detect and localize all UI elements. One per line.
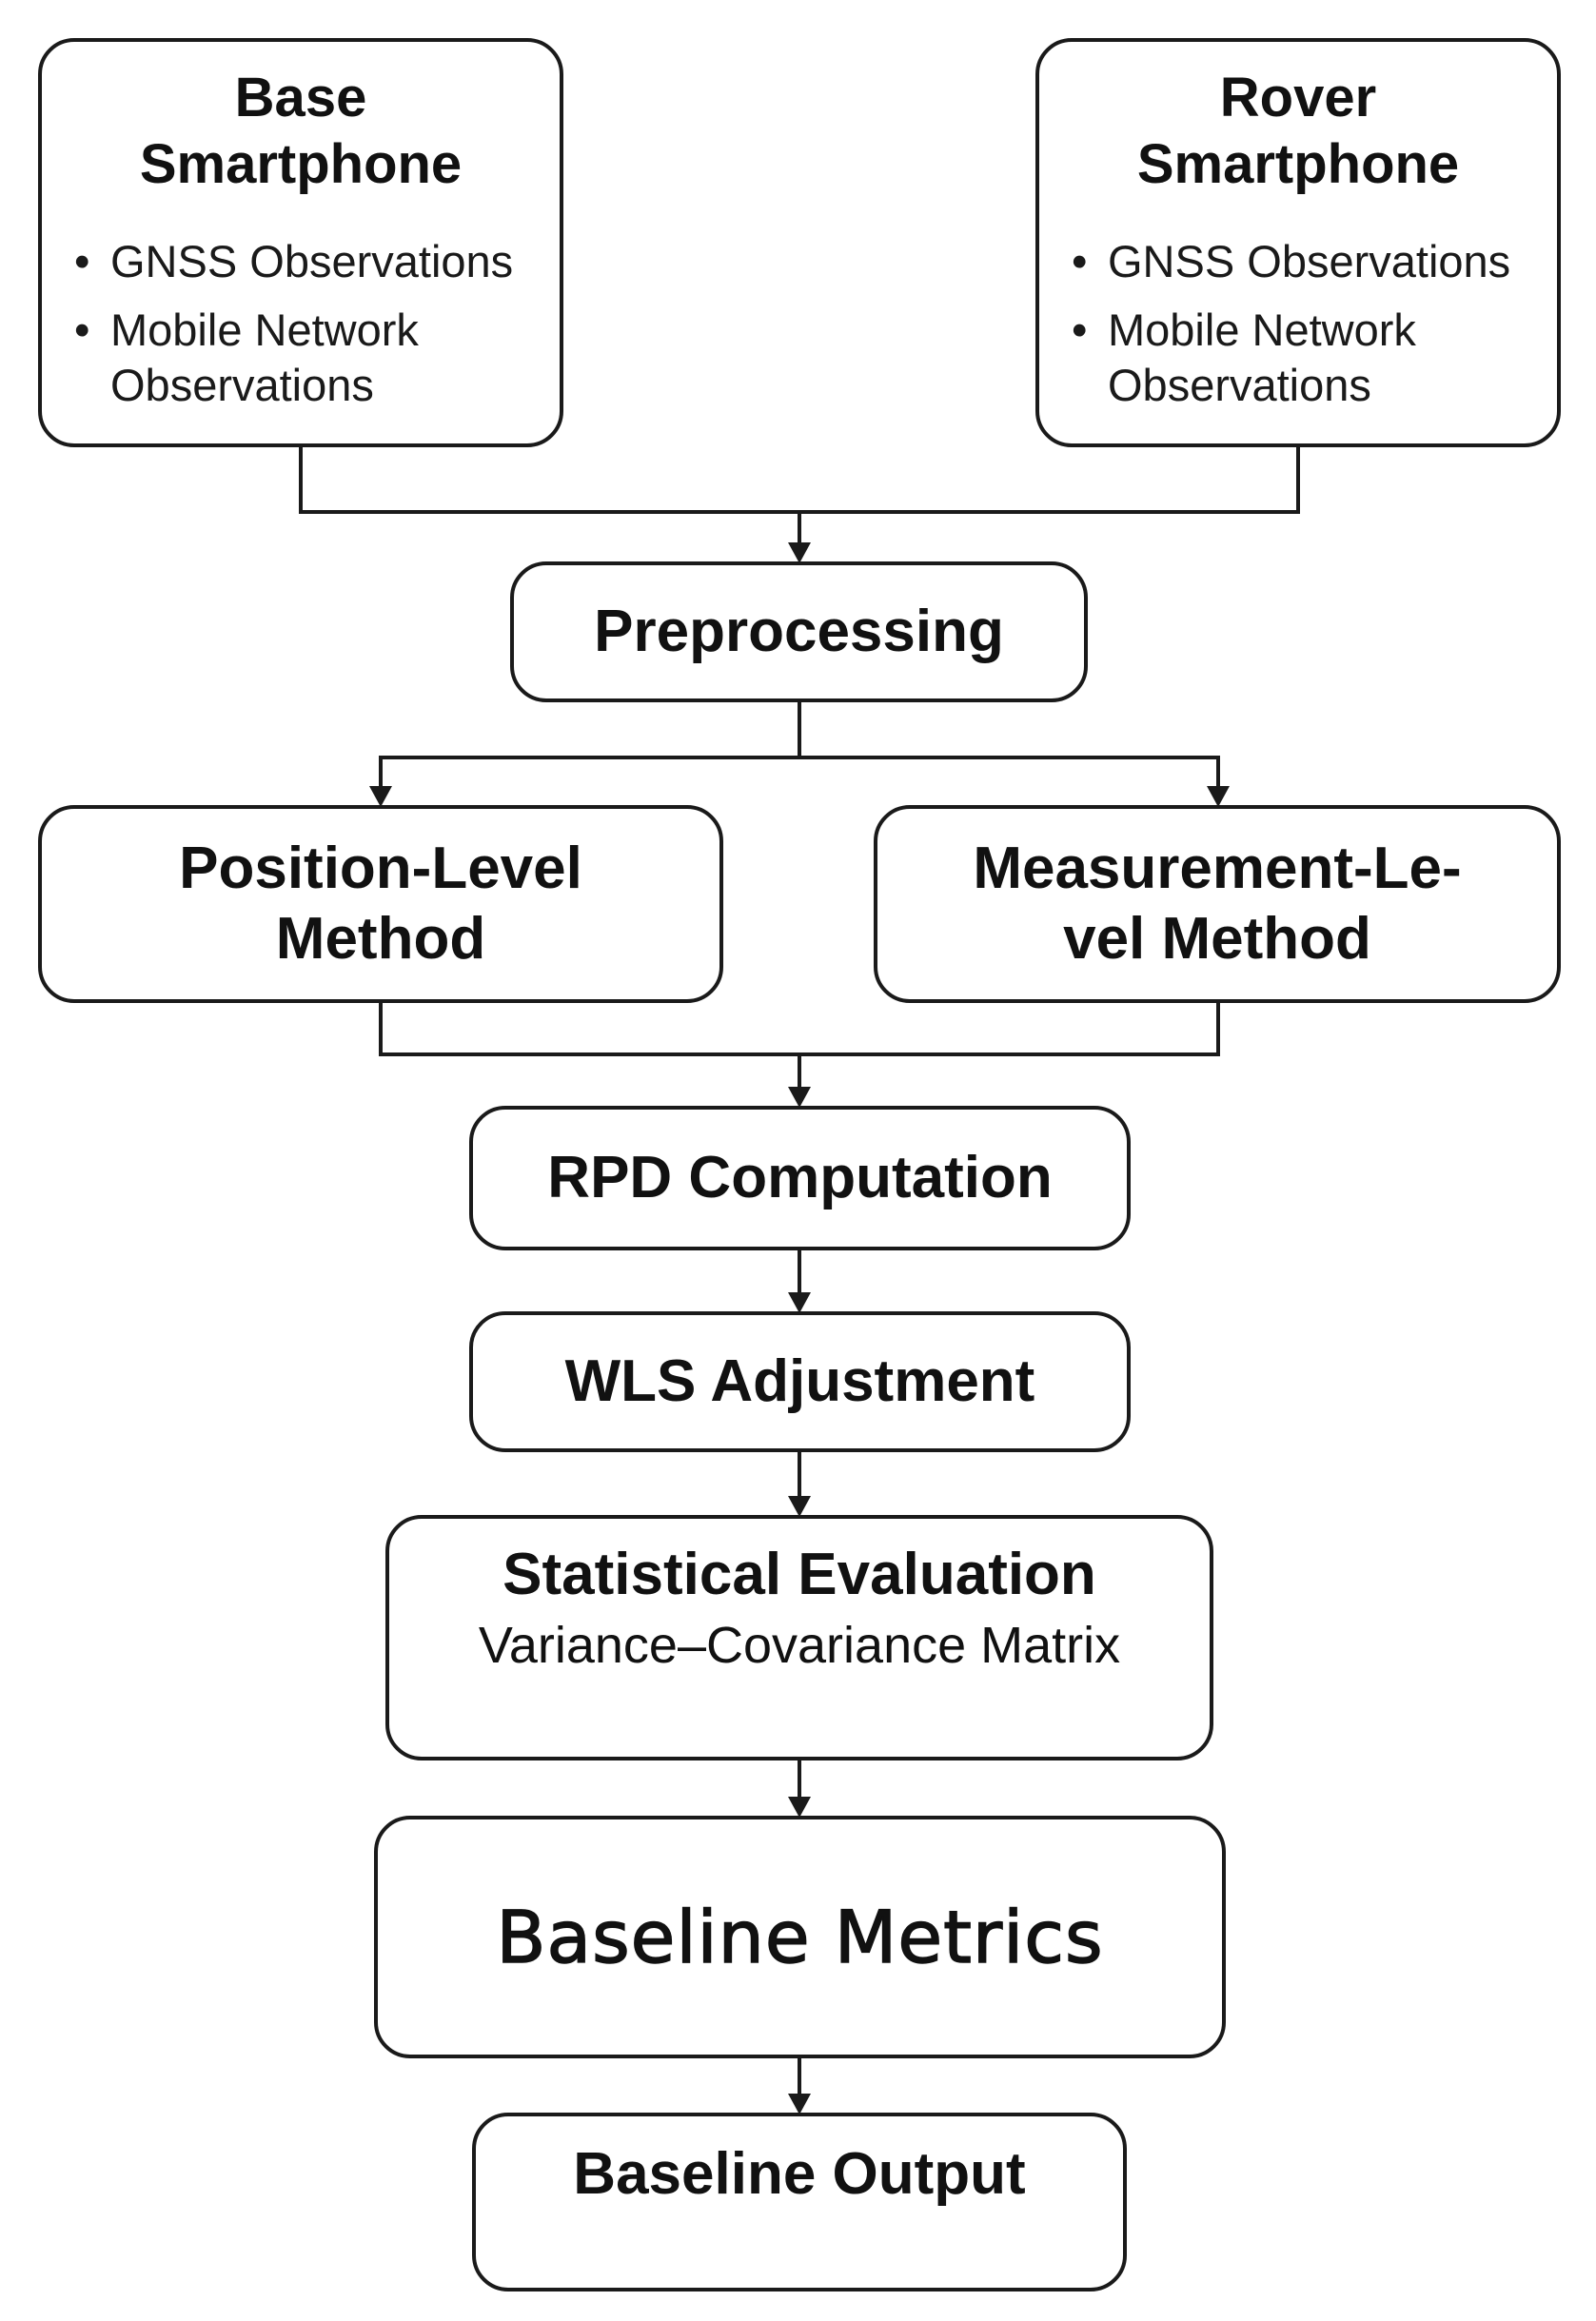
- statistical-evaluation-box: Statistical Evaluation Variance–Covarian…: [385, 1515, 1213, 1760]
- base-bullet-mobile: Mobile Network Observations: [74, 303, 560, 413]
- measurement-level-title-line2: vel Method: [1063, 906, 1371, 972]
- arrowhead-stat: [788, 1496, 811, 1517]
- baseline-output-box: Baseline Output: [472, 2113, 1127, 2291]
- arrowhead-wls: [788, 1292, 811, 1313]
- arrowhead-rpd: [788, 1087, 811, 1108]
- measurement-level-method-box: Measurement-Le- vel Method: [874, 805, 1561, 1003]
- position-level-title-line1: Position-Level: [179, 835, 582, 901]
- arrowhead-position-level: [369, 786, 392, 807]
- baseline-metrics-title: Baseline Metrics: [496, 1894, 1104, 1980]
- baseline-output-title: Baseline Output: [573, 2141, 1026, 2207]
- base-title-line1: Base: [234, 67, 367, 128]
- statistical-evaluation-title: Statistical Evaluation: [502, 1542, 1096, 1607]
- rover-smartphone-box: Rover Smartphone GNSS Observations Mobil…: [1035, 38, 1561, 447]
- preprocessing-box: Preprocessing: [510, 561, 1088, 702]
- wls-adjustment-title: WLS Adjustment: [564, 1347, 1035, 1414]
- rover-bullet-mobile: Mobile Network Observations: [1072, 303, 1557, 413]
- arrowhead-measurement-level: [1207, 786, 1230, 807]
- rover-title-line2: Smartphone: [1136, 132, 1460, 195]
- base-observation-list: GNSS Observations Mobile Network Observa…: [74, 234, 560, 426]
- arrowhead-output: [788, 2094, 811, 2114]
- connector-methods-merge: [379, 1003, 1220, 1056]
- connector-split-horizontal: [379, 756, 1220, 794]
- arrowhead-metrics: [788, 1797, 811, 1818]
- base-title-line2: Smartphone: [139, 132, 463, 195]
- measurement-level-title-line1: Measurement-Le-: [973, 835, 1462, 901]
- connector-base-rover-merge: [299, 447, 1300, 514]
- baseline-metrics-box: Baseline Metrics: [374, 1816, 1226, 2058]
- position-level-title-line2: Method: [275, 906, 486, 972]
- rover-observation-list: GNSS Observations Mobile Network Observa…: [1072, 234, 1557, 426]
- arrowhead-preprocessing: [788, 542, 811, 563]
- position-level-method-box: Position-Level Method: [38, 805, 723, 1003]
- rover-title-line1: Rover: [1219, 67, 1377, 128]
- base-bullet-gnss: GNSS Observations: [74, 234, 560, 289]
- preprocessing-title: Preprocessing: [594, 598, 1004, 664]
- rpd-computation-title: RPD Computation: [547, 1144, 1053, 1210]
- variance-covariance-subtitle: Variance–Covariance Matrix: [478, 1617, 1121, 1675]
- rpd-computation-box: RPD Computation: [469, 1106, 1131, 1250]
- base-smartphone-box: Base Smartphone GNSS Observations Mobile…: [38, 38, 563, 447]
- rover-bullet-gnss: GNSS Observations: [1072, 234, 1557, 289]
- wls-adjustment-box: WLS Adjustment: [469, 1311, 1131, 1452]
